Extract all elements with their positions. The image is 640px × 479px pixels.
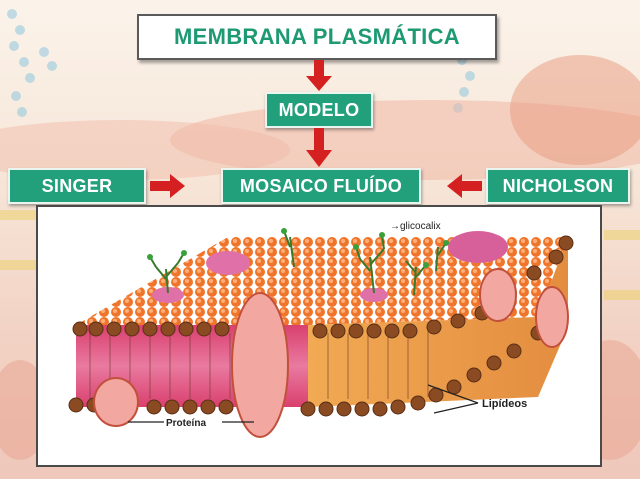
- svg-text:→: →: [390, 221, 400, 232]
- glicocalix-label: glicocalix: [400, 221, 441, 232]
- membrane-illustration: → glicocalix Lipídeos Proteína: [68, 221, 574, 438]
- arrow-down-icon: [306, 128, 332, 167]
- arrow-down-icon: [306, 60, 332, 91]
- arrow-left-icon: [447, 174, 482, 198]
- singer-box: SINGER: [8, 168, 146, 204]
- title-box: MEMBRANA PLASMÁTICA: [137, 14, 497, 60]
- modelo-box: MODELO: [265, 92, 373, 128]
- lipideos-label: Lipídeos: [482, 398, 527, 410]
- membrane-diagram: → glicocalix Lipídeos Proteína: [36, 205, 602, 467]
- nicholson-box: NICHOLSON: [486, 168, 630, 204]
- protein-large: [231, 292, 289, 438]
- mosaico-text: MOSAICO FLUÍDO: [239, 175, 403, 196]
- title-text: MEMBRANA PLASMÁTICA: [174, 24, 460, 49]
- nicholson-text: NICHOLSON: [502, 175, 614, 196]
- singer-text: SINGER: [41, 175, 113, 196]
- mosaico-fluido-box: MOSAICO FLUÍDO: [221, 168, 421, 204]
- proteina-label: Proteína: [166, 418, 206, 429]
- modelo-text: MODELO: [278, 99, 360, 120]
- arrow-right-icon: [150, 174, 185, 198]
